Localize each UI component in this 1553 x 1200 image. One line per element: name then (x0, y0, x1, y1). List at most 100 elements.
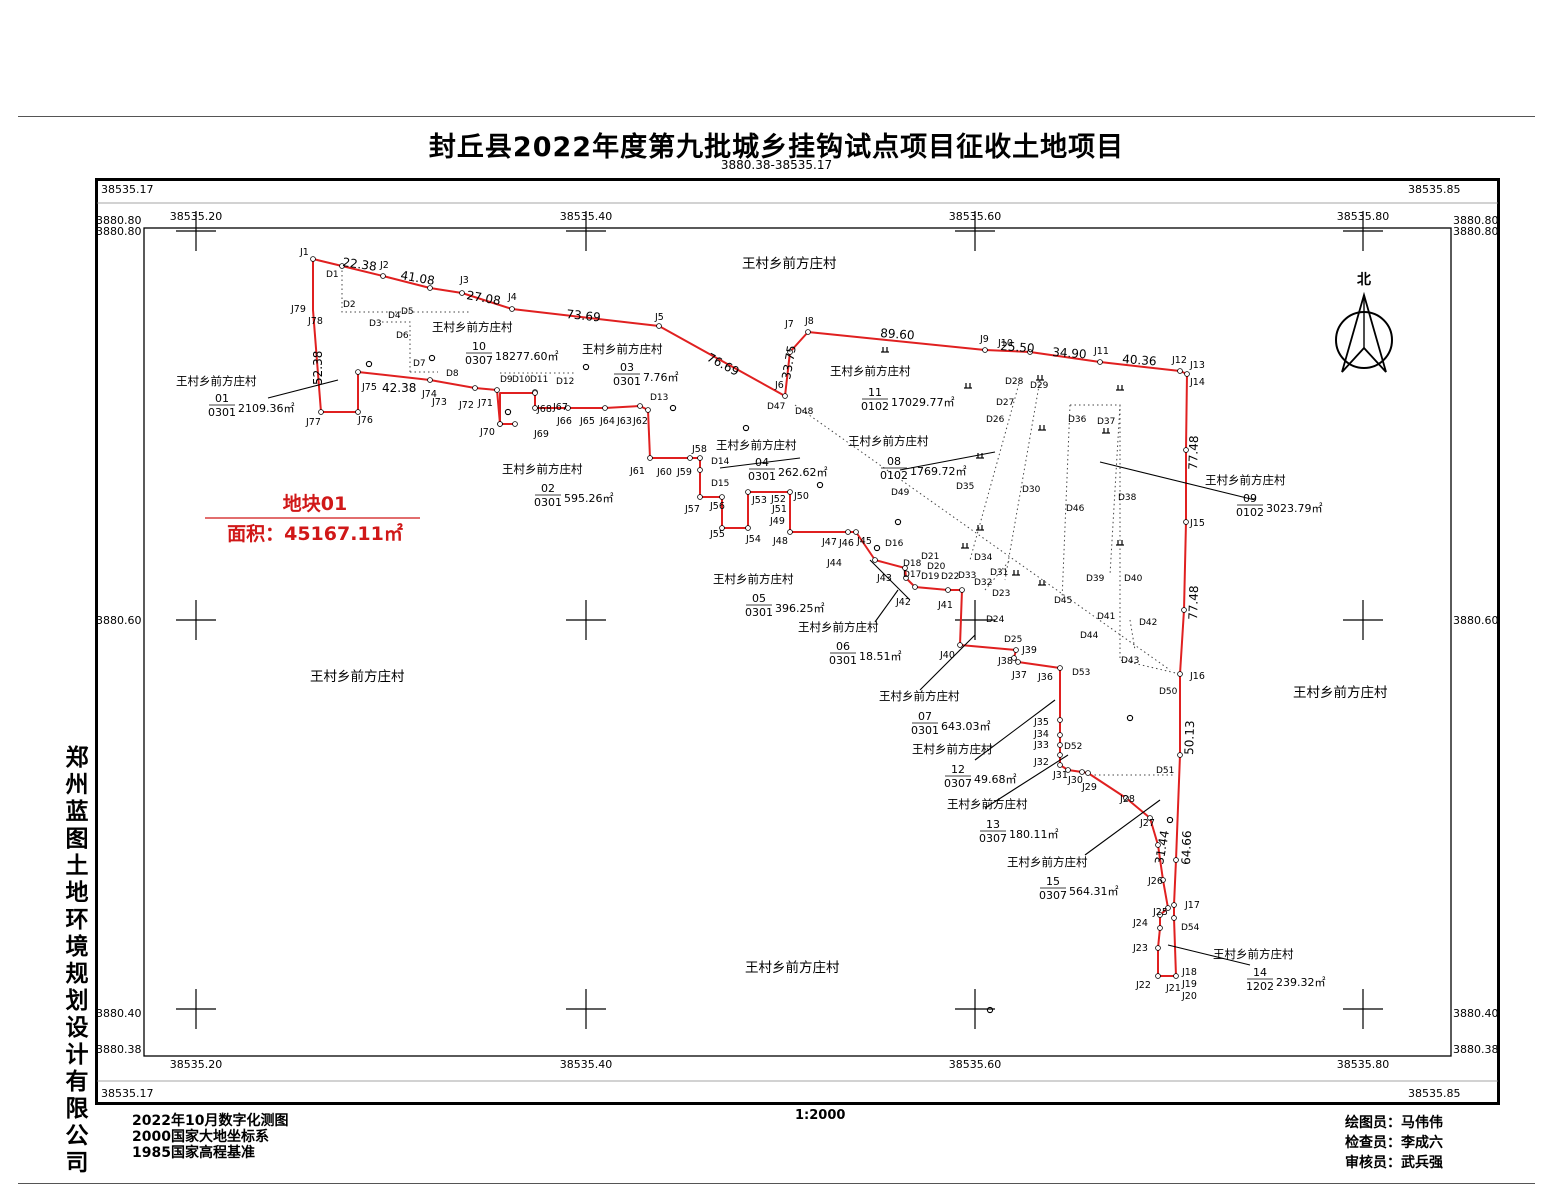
edge-length: 77.48 (1186, 435, 1201, 470)
leader-line (1167, 944, 1251, 966)
company-char: 规 (65, 961, 89, 987)
point-label-j25: J25 (1152, 907, 1168, 918)
footer-drafter: 绘图员：马伟伟 (1345, 1115, 1443, 1131)
corner-label-bottom-left: 38535.17 (101, 1087, 154, 1100)
point-label-d35: D35 (956, 482, 974, 492)
boundary-vertex (1160, 877, 1166, 883)
point-label-d40: D40 (1124, 574, 1143, 584)
parcel-code: 0301 (534, 496, 562, 509)
frame-y-label: 3880.80 (1453, 214, 1499, 227)
boundary-vertex (1177, 368, 1183, 374)
point-label-j37: J37 (1011, 670, 1027, 681)
boundary-vertex (1184, 371, 1190, 377)
point-label-j9: J9 (979, 334, 989, 345)
point-label-j68: J68 (536, 404, 552, 415)
grid-x-label-top: 38535.20 (170, 210, 223, 223)
parcel-area: 564.31㎡ (1069, 885, 1119, 898)
point-label-j15: J15 (1189, 518, 1205, 529)
point-label-j41: J41 (937, 600, 953, 611)
corner-label-top-left: 38535.17 (101, 183, 154, 196)
feature-point (582, 363, 590, 371)
parcel-id: 06 (836, 640, 850, 653)
grid-y-label-right: 3880.60 (1453, 614, 1499, 627)
point-label-d9: D9 (500, 375, 513, 385)
boundary-vertex (1157, 925, 1163, 931)
village-label: 王村乡前方庄村 (1007, 855, 1088, 869)
point-label-j65: J65 (579, 416, 595, 427)
parcel-area: 643.03㎡ (941, 720, 991, 733)
footer-elevation: 1985国家高程基准 (132, 1145, 255, 1161)
point-label-d21: D21 (921, 552, 939, 562)
outer-frame (95, 178, 1500, 1105)
footer-coord-system: 2000国家大地坐标系 (132, 1129, 269, 1145)
block-name: 地块01 (283, 492, 347, 515)
parcel-area: 2109.36㎡ (238, 402, 295, 415)
boundary-vertex (380, 273, 386, 279)
boundary-vertex (872, 557, 878, 563)
parcel-code: 0307 (979, 832, 1007, 845)
frame-y-label: 3880.38 (96, 1043, 142, 1056)
point-label-d26: D26 (986, 415, 1005, 425)
leader-line (267, 379, 339, 399)
village-label: 王村乡前方庄村 (830, 364, 911, 378)
boundary-vertex (1155, 945, 1161, 951)
edge-length: 89.60 (880, 326, 915, 342)
point-label-d7: D7 (413, 359, 426, 369)
boundary-vertex (982, 347, 988, 353)
boundary-vertex (912, 584, 918, 590)
point-label-j8: J8 (804, 316, 814, 327)
boundary-vertex (782, 393, 788, 399)
edge-length: 31.44 (1152, 829, 1172, 865)
point-label-j33: J33 (1033, 740, 1049, 751)
point-label-j44: J44 (826, 558, 842, 569)
boundary-vertex (745, 525, 751, 531)
frame-y-label: 3880.38 (1453, 1043, 1499, 1056)
boundary-vertex (318, 409, 324, 415)
company-char: 蓝 (65, 799, 89, 825)
point-label-j72: J72 (458, 400, 474, 411)
boundary-vertex (853, 529, 859, 535)
point-label-d13: D13 (650, 393, 668, 403)
point-label-d32: D32 (974, 578, 992, 588)
boundary-vertex (687, 455, 693, 461)
point-label-d48: D48 (795, 407, 814, 417)
parcel-code: 0102 (861, 400, 889, 413)
boundary-vertex (697, 467, 703, 473)
parcel-area: 595.26㎡ (564, 492, 614, 505)
dotted-line (984, 559, 1011, 591)
feature-point (428, 354, 436, 362)
boundary-vertex (1173, 857, 1179, 863)
grid-y-label-left: 3880.60 (96, 614, 142, 627)
inner-frame-rect (143, 227, 1452, 1057)
point-label-d22: D22 (941, 572, 959, 582)
boundary-vertex (697, 455, 703, 461)
village-label: 王村乡前方庄村 (582, 342, 663, 356)
boundary-vertex (845, 529, 851, 535)
point-label-d50: D50 (1159, 687, 1178, 697)
boundary-vertex (1027, 349, 1033, 355)
dotted-line (382, 321, 411, 372)
block-area: 面积：45167.11㎡ (227, 522, 403, 545)
dryland-symbol-icon (976, 453, 984, 459)
boundary-vertex (1155, 842, 1161, 848)
village-label: 王村乡前方庄村 (713, 572, 794, 586)
point-label-d20: D20 (927, 562, 946, 572)
point-label-j70: J70 (479, 427, 495, 438)
point-label-j61: J61 (629, 466, 645, 477)
boundary-vertex (1057, 732, 1063, 738)
boundary-vertex (787, 349, 793, 355)
dotted-line (341, 266, 470, 313)
point-label-d27: D27 (996, 398, 1014, 408)
north-label: 北 (1357, 272, 1371, 288)
point-label-d52: D52 (1064, 742, 1082, 752)
point-label-j50: J50 (793, 491, 809, 502)
dryland-symbol-icon (1116, 385, 1124, 391)
boundary-vertex (1155, 973, 1161, 979)
parcel-id: 11 (868, 386, 882, 399)
company-char: 限 (65, 1096, 89, 1122)
parcel-id: 01 (215, 392, 229, 405)
point-label-j58: J58 (691, 444, 707, 455)
parcel-id: 14 (1253, 966, 1267, 979)
parcel-id: 05 (752, 592, 766, 605)
